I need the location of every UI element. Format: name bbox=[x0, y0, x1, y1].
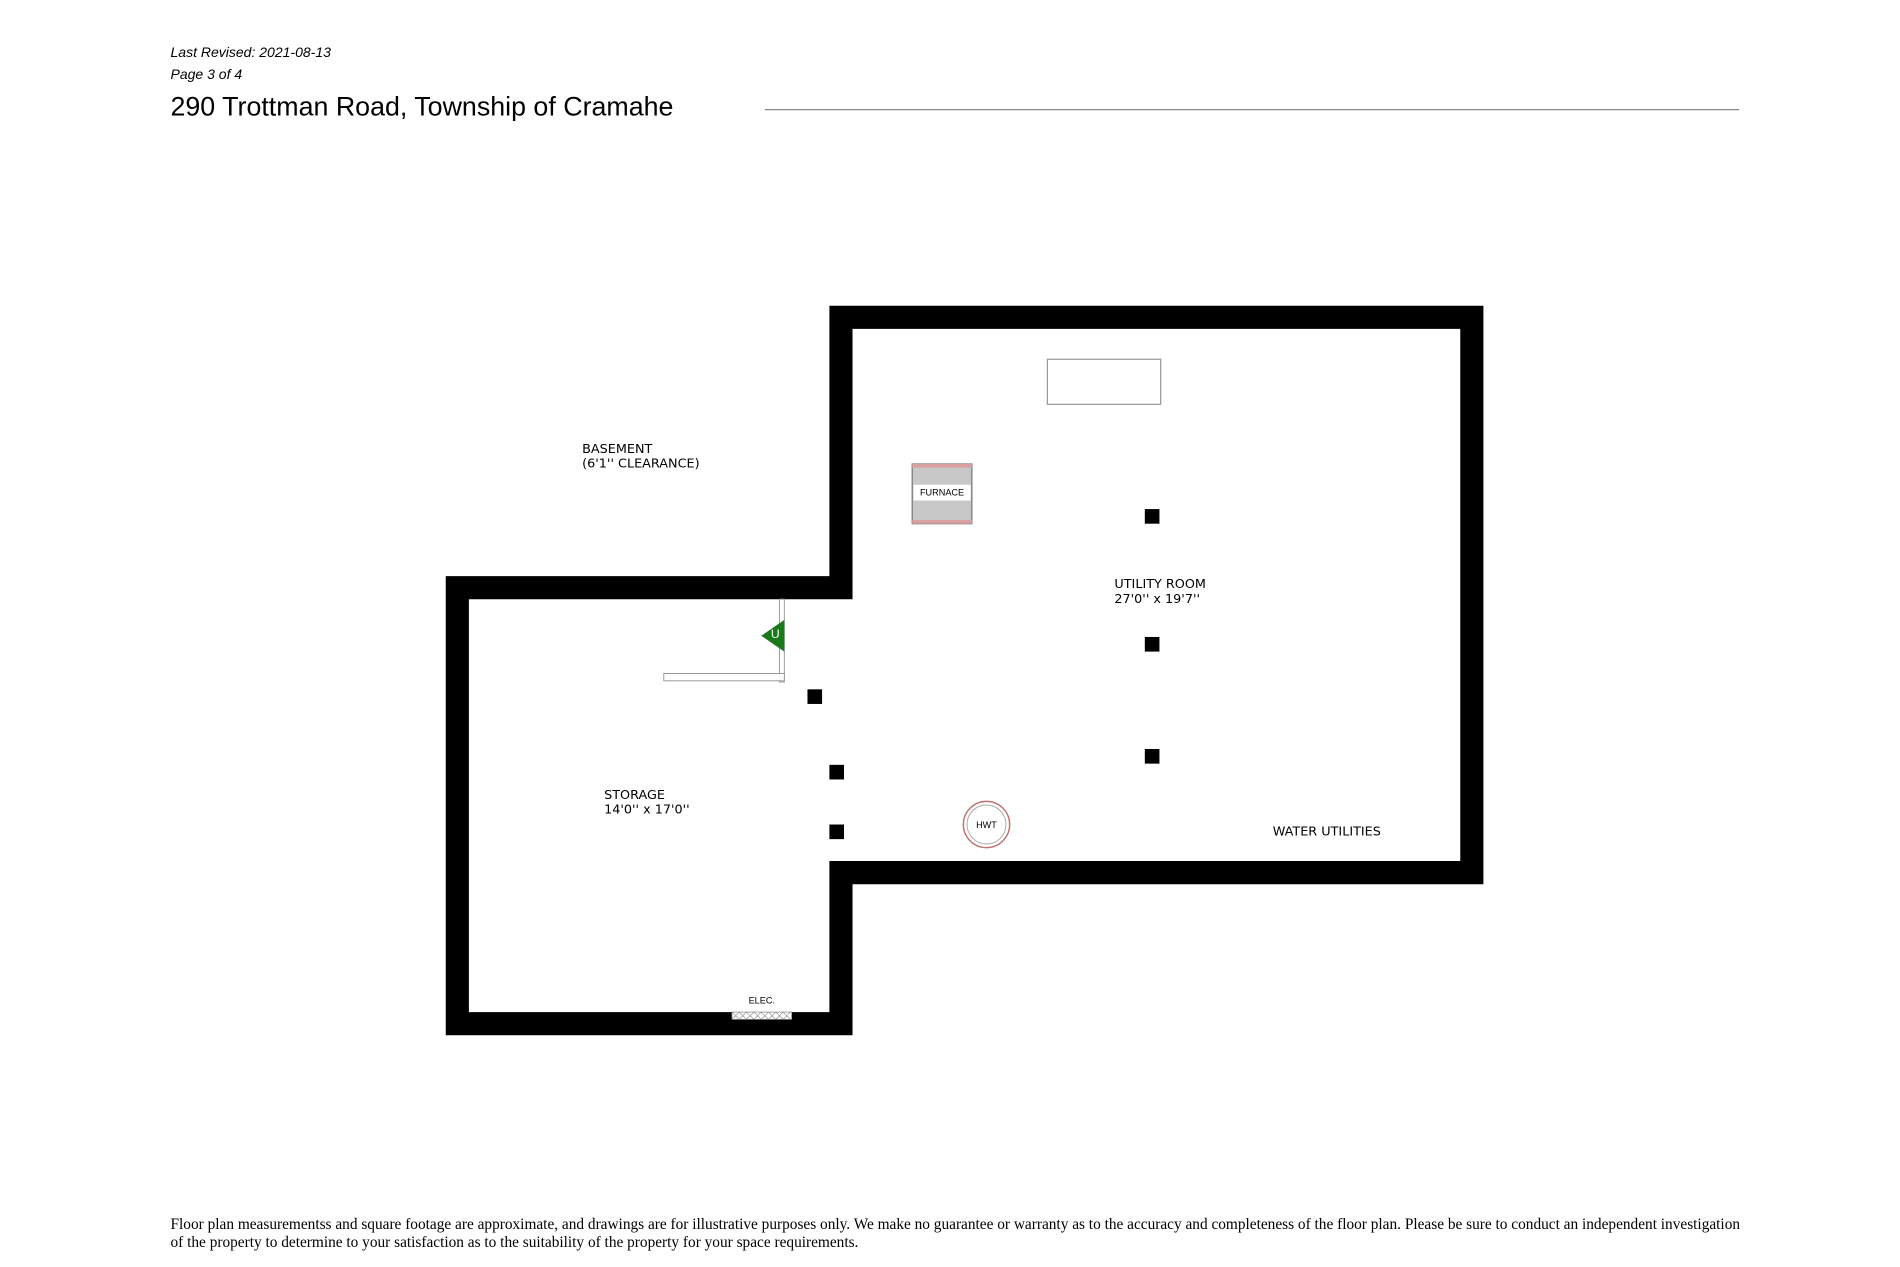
basement-label: BASEMENT bbox=[582, 442, 653, 457]
disclaimer: Floor plan measurementss and square foot… bbox=[170, 1215, 1741, 1251]
page-title: 290 Trottman Road, Township of Cramahe bbox=[170, 91, 674, 122]
column bbox=[1144, 749, 1160, 764]
last-revised: Last Revised: 2021-08-13 bbox=[170, 46, 331, 61]
column bbox=[829, 824, 845, 840]
utility-room-size: 27'0'' x 19'7'' bbox=[1114, 591, 1200, 607]
elec-label: ELEC. bbox=[748, 995, 776, 1006]
storage-name: STORAGE bbox=[604, 787, 665, 803]
exterior-walls bbox=[445, 305, 1484, 1036]
electrical-panel bbox=[731, 1011, 793, 1020]
partition-wall bbox=[663, 598, 785, 683]
hwt-label: HWT bbox=[976, 819, 997, 831]
support-columns bbox=[807, 509, 1160, 840]
furnace bbox=[911, 463, 973, 525]
basement-clearance: (6'1'' CLEARANCE) bbox=[582, 456, 700, 472]
furnace-label: FURNACE bbox=[919, 487, 965, 499]
utility-room-name: UTILITY ROOM bbox=[1114, 577, 1206, 592]
column bbox=[829, 764, 845, 780]
water-utilities-label: WATER UTILITIES bbox=[1272, 824, 1381, 840]
stair-up-marker bbox=[761, 619, 785, 652]
storage-size: 14'0'' x 17'0'' bbox=[604, 802, 690, 818]
column bbox=[807, 689, 823, 704]
column bbox=[1144, 636, 1160, 652]
fixture-rectangle bbox=[1046, 358, 1162, 405]
stair-up-label: U bbox=[770, 628, 780, 642]
hot-water-tank bbox=[962, 800, 1011, 849]
page-number: Page 3 of 4 bbox=[170, 68, 243, 83]
column bbox=[1144, 509, 1160, 524]
